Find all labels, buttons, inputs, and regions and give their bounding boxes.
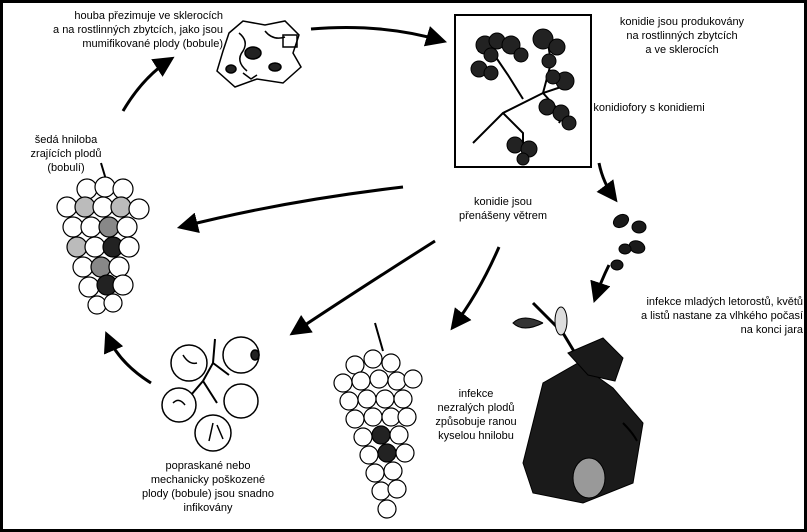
sclerotia-illustration [216, 20, 302, 88]
label-unripe: infekce nezralých plodů způsobuje ranou … [435, 388, 517, 442]
label-grey-rot: šedá hniloba zrajících plodů (bobulí) [30, 134, 102, 174]
arrow-spores-to-shoot [590, 264, 611, 303]
arrow-wind-to-unripe [450, 246, 501, 331]
spores-illustration [610, 213, 647, 271]
arrow-greyrot-to-sclerotia [121, 56, 175, 112]
label-conidia-produced: konidie jsou produkovány na rostlinných … [619, 16, 745, 56]
unripe-cluster-illustration [333, 322, 423, 519]
arrow-wind-to-greyrot [176, 185, 404, 234]
label-cracked: popraskané nebo mechanicky poškozené plo… [141, 460, 275, 514]
label-wind: konidie jsou přenášeny větrem [458, 196, 548, 222]
arrow-wind-to-cracked [289, 239, 436, 336]
label-conidiophores: konidiofory s konidiemi [593, 102, 705, 114]
label-overwintering: houba přezimuje ve sklerocích a na rostl… [53, 10, 223, 50]
cycle-arrows [103, 26, 618, 385]
arrow-sclerotia-to-conidia [310, 26, 448, 47]
vine-shoot-illustration [512, 301, 644, 504]
cracked-berries-illustration [161, 336, 260, 452]
grey-rot-cluster-illustration [56, 162, 150, 315]
conidiophore-illustration [454, 14, 592, 168]
arrow-conidia-to-spores [596, 162, 618, 203]
label-young-shoots: infekce mladých letorostů, květů a listů… [640, 296, 803, 336]
diagram-artwork [56, 14, 647, 519]
arrow-cracked-to-greyrot [103, 331, 152, 385]
